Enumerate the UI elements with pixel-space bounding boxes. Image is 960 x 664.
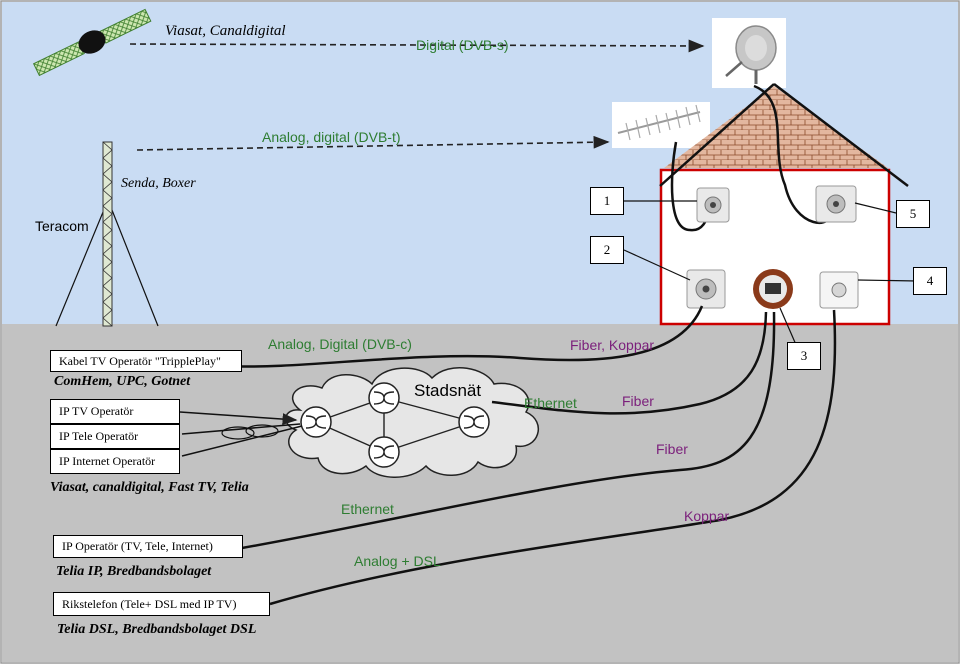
ip-operator-box: IP Operatör (TV, Tele, Internet) <box>53 535 243 558</box>
ip-internet-operator-box: IP Internet Operatör <box>50 449 180 474</box>
city-network-label: Stadsnät <box>414 381 482 400</box>
marker-4: 4 <box>913 267 947 295</box>
network-outlet-icon <box>753 269 793 309</box>
satellite-provider-label: Viasat, Canaldigital <box>165 23 286 39</box>
marker-2: 2 <box>590 236 624 264</box>
terrestrial-provider-label: Senda, Boxer <box>121 176 196 191</box>
radio-tower-icon <box>55 141 159 327</box>
terrestrial-operator-label: Teracom <box>35 218 89 234</box>
ip-operator-providers-label: Telia IP, Bredbandsbolaget <box>56 564 212 579</box>
marker-3: 3 <box>787 342 821 370</box>
dsl-box: Rikstelefon (Tele+ DSL med IP TV) <box>53 592 270 616</box>
ip-copper-label: Koppar <box>684 508 730 524</box>
router-icon <box>368 436 400 468</box>
ip-ethernet-label: Ethernet <box>341 501 394 517</box>
cable-providers-label: ComHem, UPC, Gotnet <box>54 374 191 389</box>
yagi-antenna-icon <box>612 102 710 148</box>
ip-tele-operator-box: IP Tele Operatör <box>50 424 180 449</box>
dsl-link-label: Analog + DSL <box>354 553 441 569</box>
ip-tv-operator-box: IP TV Operatör <box>50 399 180 424</box>
city-fiber-label-2: Fiber <box>656 441 688 457</box>
marker-5: 5 <box>896 200 930 228</box>
terrestrial-link-label: Analog, digital (DVB-t) <box>262 129 401 145</box>
cable-link-label: Analog, Digital (DVB-c) <box>268 336 412 352</box>
antenna-outlet-icon <box>696 187 730 223</box>
antenna-outlet-icon <box>686 269 726 309</box>
dish-antenna-icon <box>712 18 786 88</box>
cable-fiber-label: Fiber, Koppar <box>570 337 655 353</box>
dsl-providers-label: Telia DSL, Bredbandsbolaget DSL <box>57 622 257 637</box>
city-network-providers-label: Viasat, canaldigital, Fast TV, Telia <box>50 480 249 495</box>
city-network-cloud <box>285 367 539 478</box>
satellite-link-label: Digital (DVB-s) <box>416 37 509 53</box>
router-icon <box>458 406 490 438</box>
phone-outlet-icon <box>819 271 859 309</box>
city-fiber-label-1: Fiber <box>622 393 654 409</box>
router-icon <box>300 406 332 438</box>
cable-operator-box: Kabel TV Operatör "TripplePlay" <box>50 350 242 372</box>
antenna-outlet-icon <box>815 185 857 223</box>
marker-1: 1 <box>590 187 624 215</box>
router-icon <box>368 382 400 414</box>
satellite-icon <box>32 8 152 77</box>
city-ethernet-label: Ethernet <box>524 395 577 411</box>
